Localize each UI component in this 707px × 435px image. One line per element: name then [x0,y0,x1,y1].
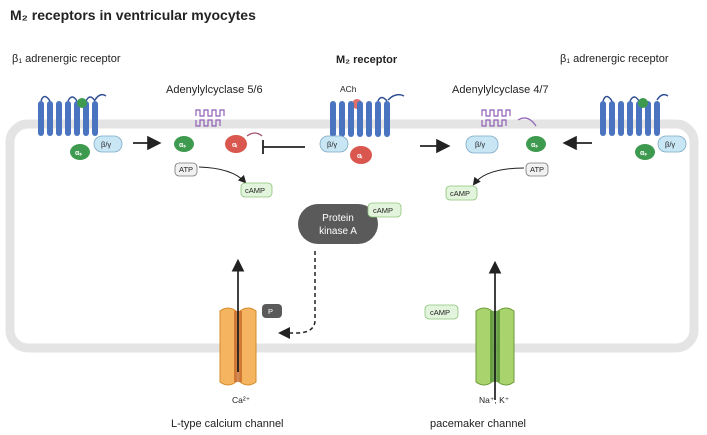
pka-phosphorylation-arrow [278,251,316,339]
l-type-channel-label: L-type calcium channel [171,418,284,430]
atp-to-camp-arrow-right [472,167,525,186]
beta-gamma-label-ac47: β/γ [475,140,485,149]
alpha-i-label-m2: αᵢ [357,153,362,160]
alpha-s-subunit-right [635,144,655,160]
pka-label-line1: Protein [322,213,354,224]
alpha-s-subunit-ac56 [174,136,194,152]
camp-label-right: cAMP [450,189,470,198]
camp-label-pacemaker: cAMP [430,308,450,317]
l-type-calcium-channel: P Ca²⁺ L-type calcium channel [171,258,284,430]
beta1-receptor-right: β₁ adrenergic receptor αₛ β/γ [560,53,687,160]
m2-helices [330,101,390,137]
ligand-dot-right [638,98,648,108]
ac47-coils [481,109,511,127]
camp-tag-right [445,185,478,201]
alpha-s-label-right: αₛ [640,150,647,157]
ac56-label: Adenylylcyclase 5/6 [166,84,263,96]
beta-gamma-tag-ac47 [465,135,499,154]
camp-label-pka: cAMP [373,206,393,215]
alpha-i-label-ac56: αᵢ [232,142,237,149]
adenylylcyclase-56: Adenylylcyclase 5/6 αₛ αᵢ ATP cAMP [166,84,273,198]
beta1-right-label: β₁ adrenergic receptor [560,53,669,65]
pacemaker-channel: cAMP Na⁺, K⁺ pacemaker channel [424,260,526,430]
beta-gamma-label-right: β/γ [665,140,675,149]
alpha-s-subunit-ac47 [526,136,546,152]
beta-gamma-tag-right [657,135,687,153]
atp-tag-left [174,162,198,177]
na-k-ion-label: Na⁺, K⁺ [479,395,510,405]
ac47-label: Adenylylcyclase 4/7 [452,84,549,96]
camp-label-left: cAMP [245,186,265,195]
camp-tag-pka [367,202,402,218]
beta-gamma-tag-left [93,135,123,153]
adenylylcyclase-47: Adenylylcyclase 4/7 β/γ αₛ ATP cAMP [445,84,549,201]
camp-tag-left [240,182,273,198]
page-title: M₂ receptors in ventricular myocytes [10,7,256,23]
ach-label: ACh [340,84,357,94]
beta-gamma-label-left: β/γ [101,140,111,149]
alpha-i-subunit-m2 [350,146,372,164]
atp-to-camp-arrow-left [198,166,247,184]
pacemaker-channel-label: pacemaker channel [430,418,526,430]
phosphate-label: P [268,307,273,316]
alpha-s-label-ac56: αₛ [179,142,186,149]
camp-tag-pacemaker [424,304,459,320]
alpha-s-label-left: αₛ [75,150,82,157]
beta-gamma-label-m2: β/γ [327,140,337,149]
ac56-coils [195,109,225,127]
atp-tag-right [525,162,549,177]
ligand-dot-left [77,98,87,108]
pka-label-line2: kinase A [319,226,357,237]
atp-label-right: ATP [530,165,544,174]
alpha-s-label-ac47: αₛ [531,142,538,149]
alpha-i-subunit-ac56 [225,135,247,153]
beta1-receptor-left: β₁ adrenergic receptor αₛ β/γ [12,53,123,160]
beta1-left-label: β₁ adrenergic receptor [12,53,121,65]
pka-body [298,204,378,244]
m2-receptor: M₂ receptor ACh β/γ αᵢ [319,54,405,164]
phosphate-tag [262,304,282,318]
ca-ion-label: Ca²⁺ [232,395,251,405]
atp-label-left: ATP [179,165,193,174]
receptor-helices-right [600,101,660,136]
beta-gamma-tag-m2 [319,135,349,153]
protein-kinase-a: Protein kinase A cAMP [298,202,402,244]
receptor-helices-left [38,101,98,136]
alpha-s-subunit-left [70,144,90,160]
m2-receptor-label: M₂ receptor [336,54,398,66]
